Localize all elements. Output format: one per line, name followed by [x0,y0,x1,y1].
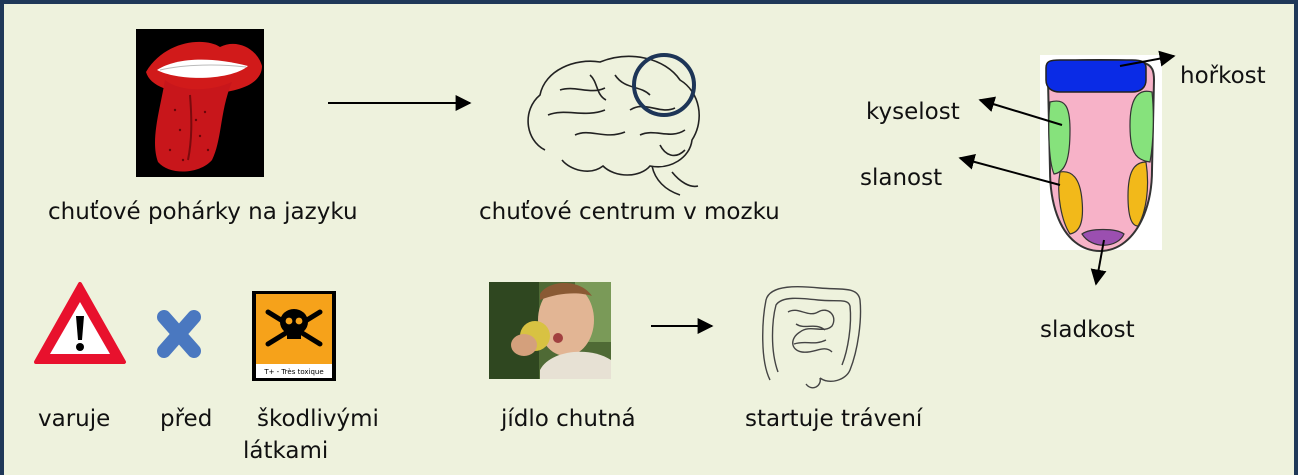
taste-salty-label: slanost [860,165,943,191]
harmful-label-line1: škodlivými [257,406,379,432]
digestion-label: startuje trávení [745,406,923,432]
taste-sour-label: kyselost [866,99,960,125]
taste-sweet-label: sladkost [1040,317,1135,343]
harmful-label-line2: látkami [243,438,329,464]
mouth-caption: chuťové pohárky na jazyku [48,199,358,225]
before-label: před [160,406,213,432]
warns-label: varuje [38,406,111,432]
taste-bitter-label: hořkost [1180,63,1266,89]
food-tastes-label: jídlo chutná [501,406,636,432]
brain-caption: chuťové centrum v mozku [479,199,780,225]
